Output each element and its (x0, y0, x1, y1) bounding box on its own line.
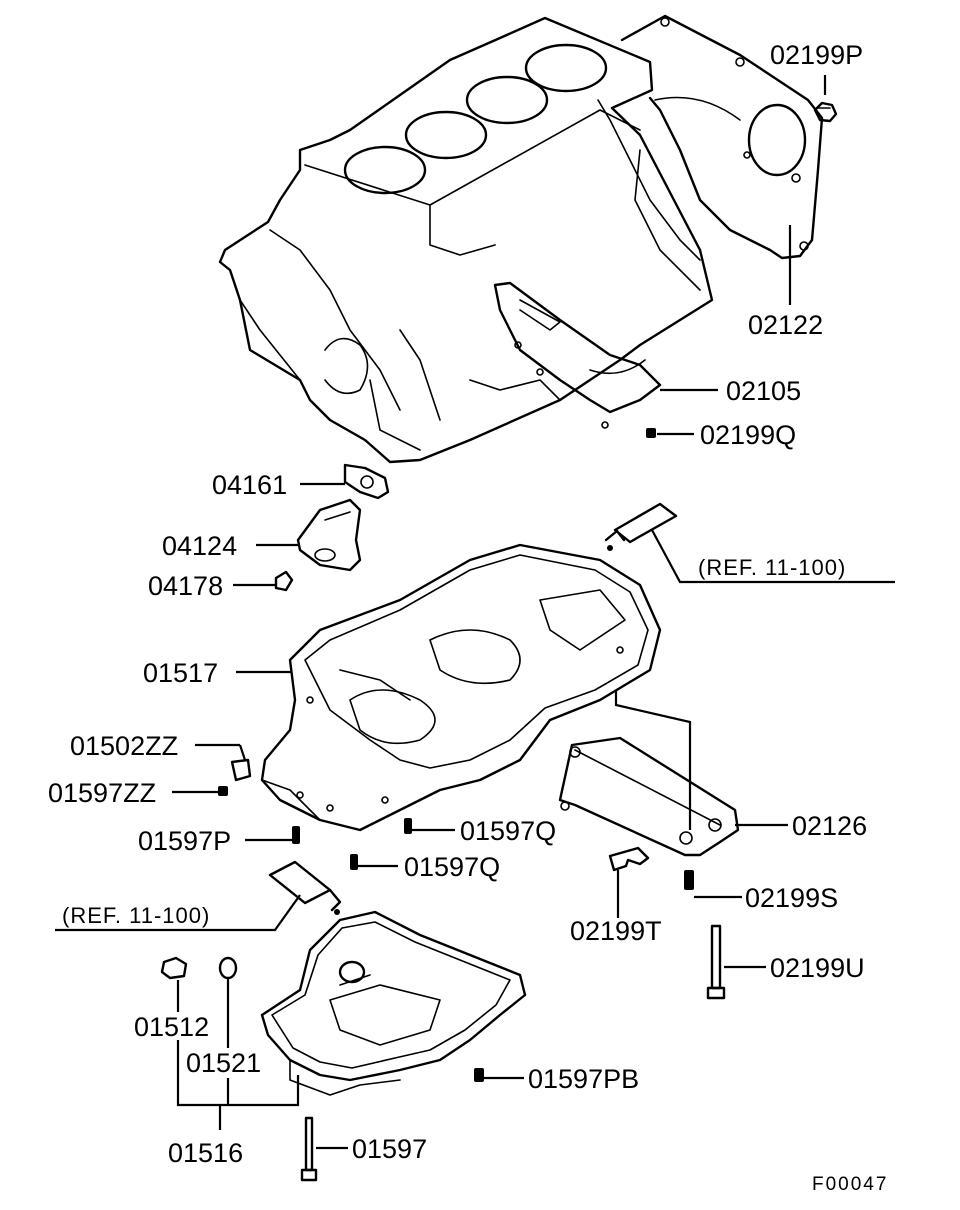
bolt-01597PB (474, 1068, 484, 1082)
cover-plate (493, 281, 662, 429)
drain-gasket (218, 956, 238, 980)
label-02122: 02122 (748, 310, 823, 340)
label-01597Q-a: 01597Q (460, 816, 556, 846)
label-02126: 02126 (792, 811, 867, 841)
bolt-02199P (813, 101, 838, 123)
label-04178: 04178 (148, 571, 223, 601)
label-02199S: 02199S (745, 883, 838, 913)
leader-lines (55, 75, 895, 1150)
label-04124: 04124 (162, 531, 237, 561)
ref-label-lower: (REF. 11-100) (62, 903, 210, 928)
label-01597PB: 01597PB (528, 1064, 639, 1094)
bolt-04178 (274, 570, 294, 592)
label-01512: 01512 (134, 1012, 209, 1042)
label-01597: 01597 (352, 1134, 427, 1164)
label-01517: 01517 (143, 658, 218, 688)
bolt-01597Q-a (404, 818, 412, 834)
bolt-01597P (292, 826, 300, 844)
bolt-02199U (706, 924, 726, 1000)
engine-block (218, 16, 714, 464)
sealant-tube-lower (268, 860, 342, 915)
label-01502ZZ: 01502ZZ (70, 731, 178, 761)
part-labels: 02199P 02122 02105 02199Q 04161 04124 04… (48, 40, 888, 1195)
sealant-tube-upper (604, 502, 678, 551)
label-02199Q: 02199Q (700, 420, 796, 450)
label-02199T: 02199T (570, 916, 662, 946)
upper-oil-pan (260, 543, 662, 832)
bolt-01597ZZ (218, 786, 228, 796)
bolt-02199S (684, 870, 694, 890)
stiffener-plate (558, 736, 740, 857)
strainer-gasket (343, 463, 390, 500)
label-01597P: 01597P (138, 826, 231, 856)
bracket-01502ZZ (230, 758, 252, 782)
oil-strainer (296, 498, 362, 572)
label-01597ZZ: 01597ZZ (48, 778, 156, 808)
drain-plug (160, 956, 188, 980)
label-02199P: 02199P (770, 40, 863, 70)
label-02105: 02105 (726, 376, 801, 406)
adapter-plate (620, 14, 824, 260)
label-01521: 01521 (186, 1048, 261, 1078)
figure-code: F00047 (812, 1174, 888, 1195)
bolt-02199T (608, 846, 650, 872)
ref-label-upper: (REF. 11-100) (698, 555, 846, 580)
label-01516: 01516 (168, 1138, 243, 1168)
bolt-01597 (300, 1116, 318, 1182)
label-02199U: 02199U (770, 953, 865, 983)
label-01597Q-b: 01597Q (404, 852, 500, 882)
bolt-02199Q (646, 428, 656, 438)
lower-oil-pan (260, 910, 527, 1096)
label-04161: 04161 (212, 470, 287, 500)
bolt-01597Q-b (350, 854, 358, 870)
